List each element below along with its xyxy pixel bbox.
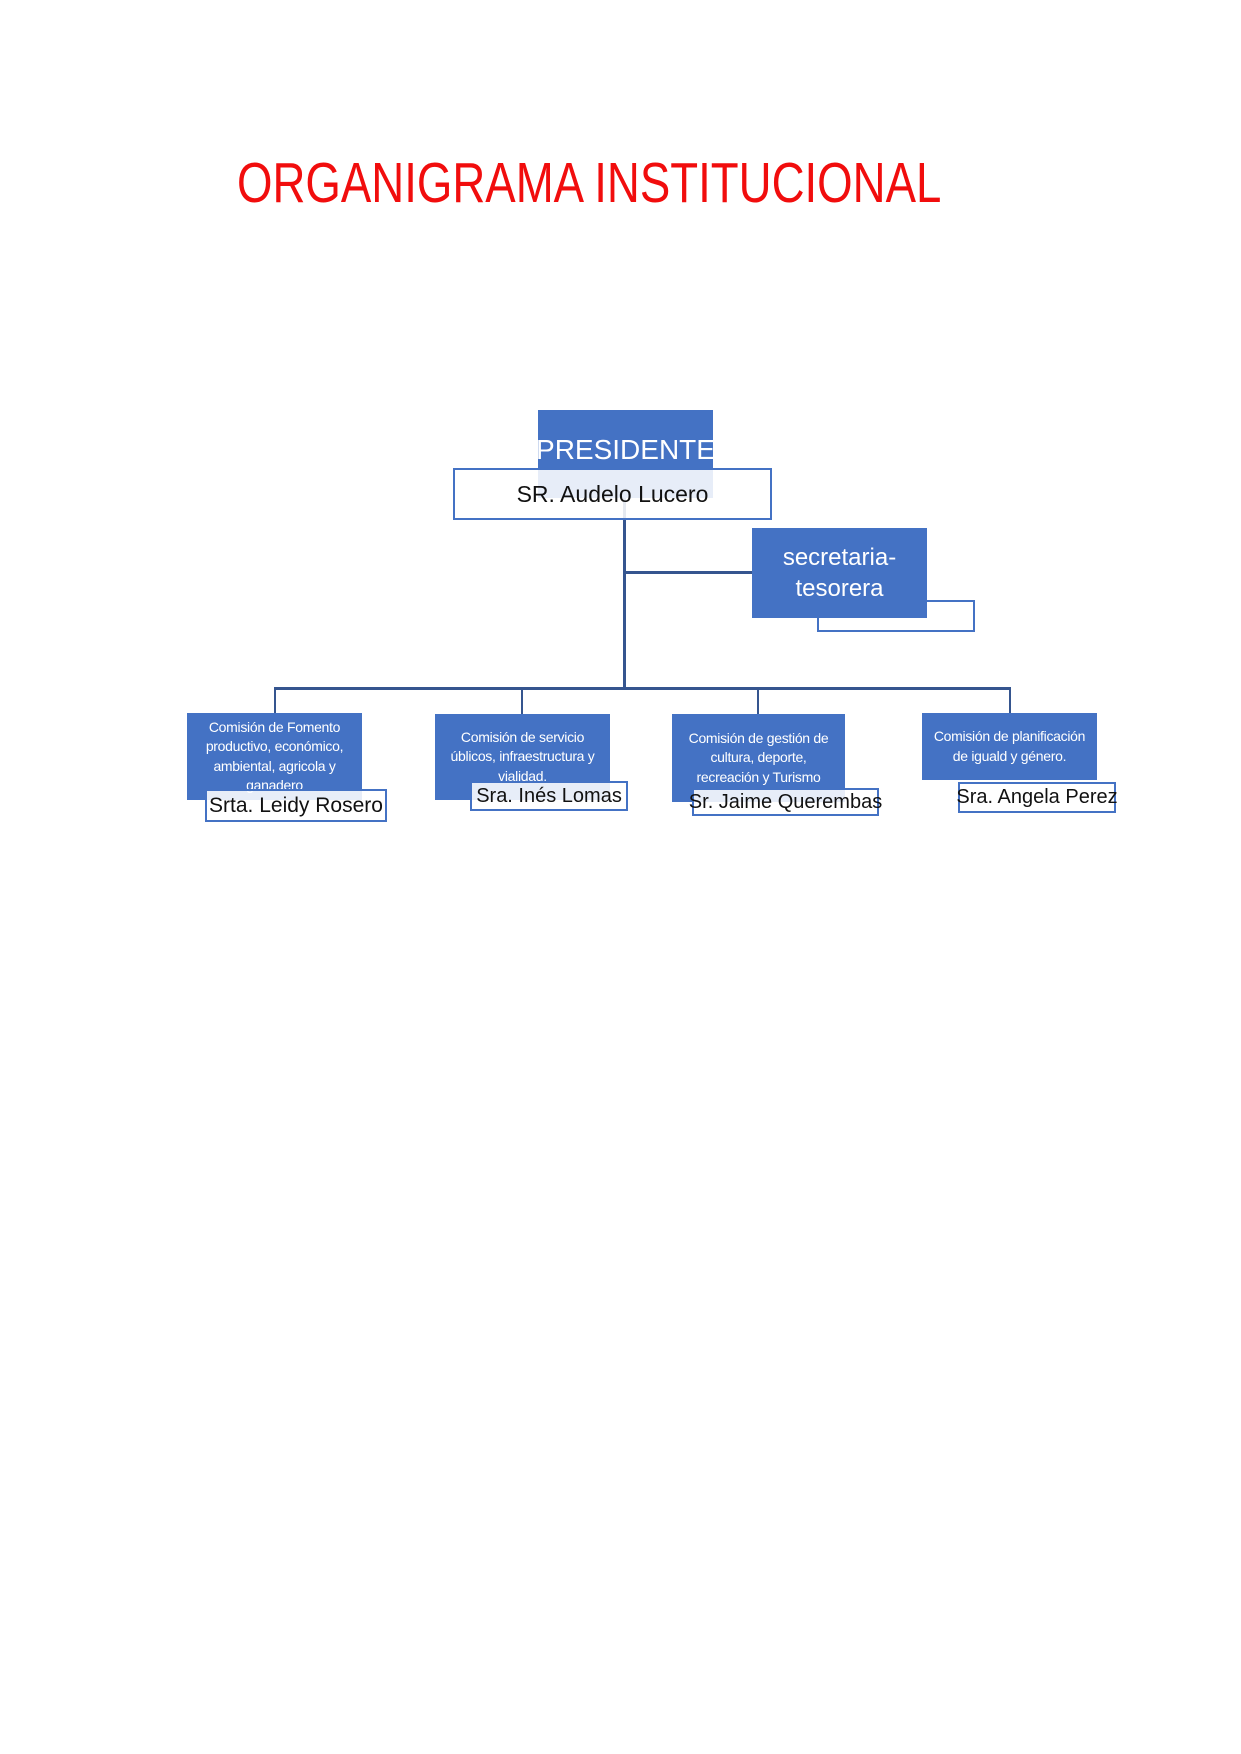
commission-box-4: Comisión de planificación de iguald y gé… <box>922 713 1097 780</box>
president-role-label: PRESIDENTE <box>536 434 715 465</box>
commission-name-label-3: Sr. Jaime Querembas <box>688 790 883 813</box>
commission-name-label-2: Sra. Inés Lomas <box>476 784 622 807</box>
commission-name-label-4: Sra. Angela Perez <box>956 786 1118 808</box>
connector-drop-3 <box>757 687 759 715</box>
connector-president-vertical <box>623 490 626 690</box>
commission-role-label-4: Comisión de planificación de iguald y gé… <box>933 728 1086 764</box>
commission-name-box-3: Sr. Jaime Querembas <box>688 788 883 816</box>
connector-main-horizontal <box>274 687 1011 690</box>
secretary-role-label: secretaria- tesorera <box>782 543 897 602</box>
connector-drop-4 <box>1009 687 1011 714</box>
commission-name-box-4: Sra. Angela Perez <box>956 782 1118 813</box>
commission-box-3: Comisión de gestión de cultura, deporte,… <box>672 714 845 802</box>
page-title: ORGANIGRAMA INSTITUCIONAL <box>237 151 942 215</box>
president-name-label: SR. Audelo Lucero <box>516 480 709 507</box>
connector-drop-1 <box>274 687 276 714</box>
commission-name-box-2: Sra. Inés Lomas <box>470 781 628 811</box>
commission-name-box-1: Srta. Leidy Rosero <box>205 789 387 822</box>
commission-name-label-1: Srta. Leidy Rosero <box>209 793 383 817</box>
connector-secretary-elbow <box>623 571 752 574</box>
connector-drop-2 <box>521 687 523 715</box>
commission-role-label-3: Comisión de gestión de cultura, deporte,… <box>688 730 829 785</box>
commission-role-label-2: Comisión de servicio úblicos, infraestru… <box>450 729 595 784</box>
president-name-box: SR. Audelo Lucero <box>453 468 772 520</box>
commission-box-1: Comisión de Fomento productivo, económic… <box>187 713 362 800</box>
secretary-role-box: secretaria- tesorera <box>752 528 927 618</box>
commission-role-label-1: Comisión de Fomento productivo, económic… <box>205 719 344 793</box>
